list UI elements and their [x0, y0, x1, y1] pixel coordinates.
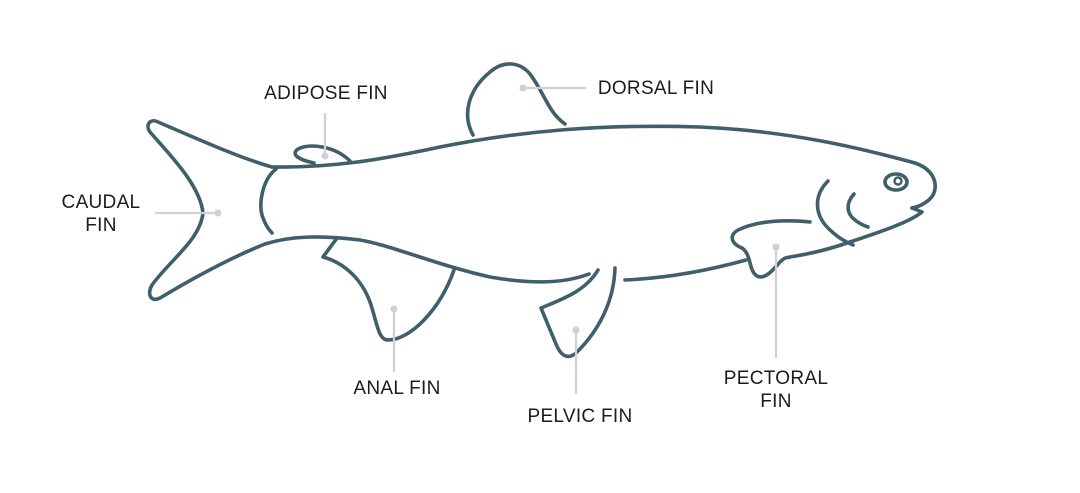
label-pelvic-fin: PELVIC FIN — [524, 405, 636, 428]
fish-belly-rear — [263, 235, 591, 284]
label-adipose-fin: ADIPOSE FIN — [262, 82, 390, 105]
label-caudal-fin: CAUDAL FIN — [58, 191, 144, 237]
dorsal-fin-outline — [465, 62, 567, 137]
caudal-fin-outline — [146, 119, 274, 215]
fish-mouth — [848, 206, 924, 244]
label-caudal-line2: FIN — [85, 215, 117, 236]
fish-belly-front — [623, 258, 748, 282]
adipose-fin-outline — [293, 144, 352, 165]
fish-tail-lower — [147, 211, 267, 302]
pectoral-fin-outline — [730, 219, 812, 279]
label-anal-fin: ANAL FIN — [348, 377, 446, 400]
pelvic-fin-outline — [539, 266, 617, 359]
label-dorsal-line1: DORSAL FIN — [597, 78, 715, 99]
leader-pelvic — [572, 326, 580, 394]
label-pectoral-fin: PECTORAL FIN — [720, 367, 832, 413]
leader-caudal — [155, 209, 222, 217]
leader-pectoral — [772, 243, 780, 358]
label-pelvic-line1: PELVIC FIN — [527, 406, 633, 427]
fish-lower-outline-front — [788, 240, 852, 259]
caudal-peduncle-line — [259, 167, 278, 235]
label-anal-line1: ANAL FIN — [353, 378, 441, 399]
label-pectoral-line2: FIN — [760, 391, 792, 412]
eye-pupil — [893, 176, 903, 186]
gill-arc-inner — [846, 192, 870, 229]
label-dorsal-fin: DORSAL FIN — [595, 77, 717, 100]
anal-fin-outline — [321, 236, 456, 342]
gill-arc-outer — [815, 179, 855, 247]
label-adipose-line1: ADIPOSE FIN — [264, 83, 388, 104]
label-caudal-line1: CAUDAL — [61, 192, 141, 213]
label-pectoral-line1: PECTORAL — [723, 368, 829, 389]
leader-anal — [390, 305, 398, 372]
fish-upper-outline — [270, 124, 937, 210]
eye-outline — [883, 172, 909, 192]
leader-dorsal — [519, 84, 586, 92]
leader-adipose — [321, 113, 329, 160]
